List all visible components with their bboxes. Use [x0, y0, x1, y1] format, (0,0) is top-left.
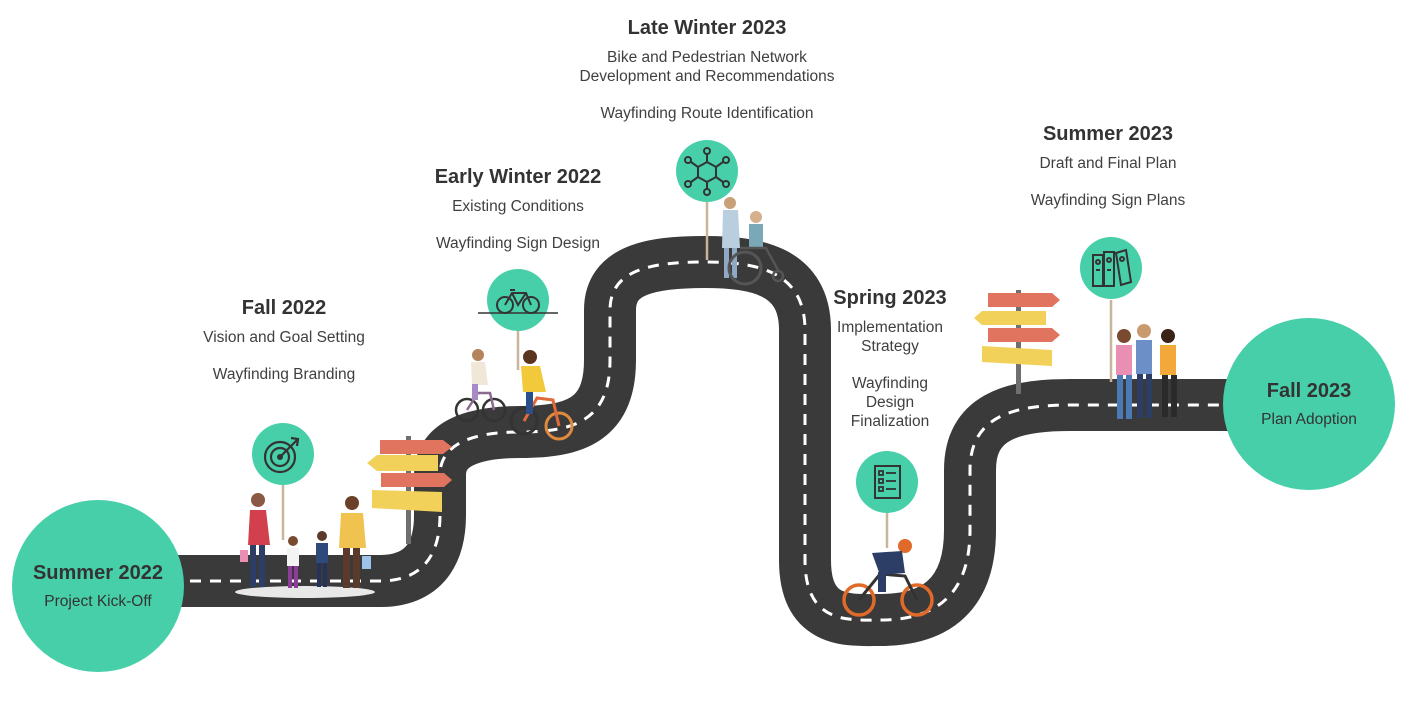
- end-milestone-subtitle: Plan Adoption: [1261, 410, 1357, 428]
- milestone-line: Wayfinding Sign Plans: [1030, 192, 1186, 209]
- milestone-line: Existing Conditions: [452, 198, 584, 215]
- milestone-line: Wayfinding Branding: [212, 366, 356, 383]
- cyclists: [454, 349, 574, 441]
- milestone-line: Draft and Final Plan: [1039, 155, 1177, 172]
- start-milestone-subtitle: Project Kick-Off: [44, 592, 152, 610]
- milestone-title: Summer 2023: [1042, 123, 1174, 145]
- milestone-line: Strategy: [861, 338, 919, 355]
- milestone-title: Spring 2023: [833, 287, 947, 309]
- milestone-early-winter-2022: Early Winter 2022 Existing Conditions Wa…: [435, 166, 602, 253]
- milestone-line: Finalization: [850, 413, 930, 430]
- road-center-line: [150, 260, 1240, 622]
- signpost-left: [367, 436, 452, 544]
- milestone-line: Implementation: [837, 319, 943, 336]
- network-icon: [676, 140, 738, 202]
- binders-icon: [1080, 237, 1142, 299]
- target-icon: [252, 423, 314, 485]
- walking-group: [1116, 324, 1177, 419]
- valley-cyclist: [842, 539, 934, 617]
- wheelchair-pair: [722, 197, 785, 286]
- milestone-line: Design: [865, 394, 915, 411]
- start-milestone-title: Summer 2022: [32, 561, 164, 584]
- milestone-summer-2023: Summer 2023 Draft and Final Plan Wayfind…: [1031, 123, 1186, 210]
- family-walking: [235, 493, 375, 598]
- start-milestone-circle: Summer 2022 Project Kick-Off: [12, 500, 184, 672]
- signpost-right: [974, 290, 1060, 394]
- checklist-icon: [856, 451, 918, 513]
- milestone-title: Fall 2022: [241, 297, 327, 319]
- end-milestone-title: Fall 2023: [1266, 379, 1352, 402]
- milestone-fall-2022: Fall 2022 Vision and Goal Setting Wayfin…: [203, 297, 365, 384]
- milestone-late-winter-2023: Late Winter 2023 Bike and Pedestrian Net…: [579, 17, 834, 123]
- milestone-title: Early Winter 2022: [434, 166, 602, 188]
- milestone-line: Development and Recommendations: [579, 68, 835, 85]
- milestone-line: Wayfinding Route Identification: [600, 105, 814, 122]
- milestone-spring-2023: Spring 2023 Implementation Strategy Wayf…: [833, 287, 946, 431]
- milestone-line: Wayfinding Sign Design: [436, 235, 600, 252]
- icon-poles: [281, 202, 1113, 548]
- bicycle-icon: [478, 269, 558, 331]
- milestone-title: Late Winter 2023: [627, 17, 787, 39]
- road: [150, 236, 1240, 647]
- end-milestone-circle: Fall 2023 Plan Adoption: [1223, 318, 1395, 490]
- milestone-line: Wayfinding: [851, 375, 929, 392]
- milestone-line: Vision and Goal Setting: [203, 329, 365, 346]
- milestone-line: Bike and Pedestrian Network: [607, 49, 807, 66]
